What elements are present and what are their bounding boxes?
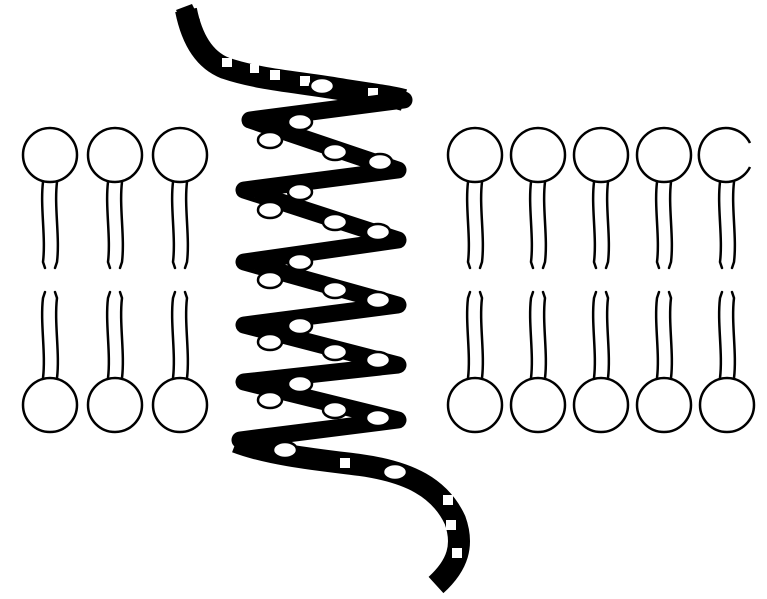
lipid-tail (530, 292, 533, 378)
lipid-tail (107, 182, 110, 268)
residue-square (300, 76, 310, 86)
residue-oval (323, 144, 347, 160)
residue-oval (383, 464, 407, 480)
residue-square (446, 520, 456, 530)
lipid-head (23, 128, 77, 182)
lipid-tail (42, 292, 45, 378)
lipid-head (511, 378, 565, 432)
residue-square (452, 548, 462, 558)
lipid-tail (732, 292, 735, 378)
residue-oval (366, 224, 390, 240)
residue-oval (323, 214, 347, 230)
lipid-tail (480, 292, 483, 378)
residue-oval (288, 184, 312, 200)
lipid-tail (669, 292, 672, 378)
membrane-left (23, 128, 207, 432)
lipid-head (637, 378, 691, 432)
lipid-head (511, 128, 565, 182)
lipid-tail (172, 182, 175, 268)
lipid-tail (120, 182, 123, 268)
residue-square (250, 64, 259, 73)
residue-oval (258, 132, 282, 148)
lipid-tail (172, 292, 175, 378)
lipid-tail (606, 292, 609, 378)
lipid-head (637, 128, 691, 182)
residue-oval (310, 78, 334, 94)
residue-square (270, 70, 280, 80)
lipid-tail (719, 292, 722, 378)
residue-oval (366, 410, 390, 426)
lipid-tail (543, 292, 546, 378)
lipid-tail (719, 182, 722, 268)
alpha-helix (176, 4, 462, 585)
residue-square (340, 458, 350, 468)
lipid-head (574, 128, 628, 182)
residue-oval (288, 318, 312, 334)
residue-oval (288, 114, 312, 130)
residue-oval (323, 344, 347, 360)
lipid-tail (55, 292, 58, 378)
lipid-head (699, 128, 750, 182)
lipid-tail (185, 182, 188, 268)
lipid-tail (656, 292, 659, 378)
lipid-head (153, 128, 207, 182)
lipid-tail (55, 182, 58, 268)
lipid-head (88, 128, 142, 182)
residue-oval (258, 202, 282, 218)
residue-square (443, 495, 453, 505)
lipid-tail (467, 182, 470, 268)
lipid-tail (42, 182, 45, 268)
lipid-tail (107, 292, 110, 378)
residue-oval (273, 442, 297, 458)
lipid-head (448, 378, 502, 432)
residue-oval (258, 392, 282, 408)
lipid-head (23, 378, 77, 432)
residue-oval (323, 402, 347, 418)
lipid-tail (732, 182, 735, 268)
lipid-tail (593, 292, 596, 378)
residue-oval (366, 292, 390, 308)
residue-oval (258, 334, 282, 350)
lipid-tail (120, 292, 123, 378)
lipid-tail (467, 292, 470, 378)
residue-oval (323, 282, 347, 298)
residue-oval (288, 254, 312, 270)
lipid-tail (480, 182, 483, 268)
lipid-tail (593, 182, 596, 268)
residue-square (222, 58, 232, 67)
lipid-tail (656, 182, 659, 268)
lipid-tail (185, 292, 188, 378)
lipid-tail (530, 182, 533, 268)
lipid-tail (606, 182, 609, 268)
lipid-tail (543, 182, 546, 268)
residue-oval (288, 376, 312, 392)
residue-oval (368, 154, 392, 170)
lipid-head (88, 378, 142, 432)
lipid-head (574, 378, 628, 432)
residue-oval (258, 272, 282, 288)
lipid-head (448, 128, 502, 182)
lipid-head (700, 378, 754, 432)
residue-oval (366, 352, 390, 368)
membrane-right (448, 128, 754, 432)
lipid-tail (669, 182, 672, 268)
lipid-head (153, 378, 207, 432)
helix-n-terminus (186, 10, 404, 100)
